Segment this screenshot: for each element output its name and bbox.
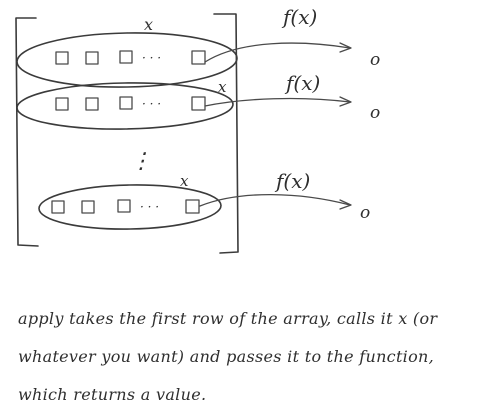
- row-3-ellipsis-ring: [38, 184, 222, 230]
- row-3: · · · x f(x) o: [38, 169, 370, 230]
- row-1-arrowhead: [339, 42, 352, 53]
- row-1: · · · x f(x) o: [16, 5, 380, 88]
- row-2-arrow: [204, 97, 351, 107]
- row-1-result: o: [370, 50, 380, 70]
- row-1-arrow: [204, 42, 351, 63]
- row-2-cell: [119, 96, 133, 110]
- left-bracket: [15, 17, 39, 247]
- row-3-arrow: [199, 194, 351, 207]
- row-2: · · · x f(x) o: [16, 71, 380, 130]
- row-2-cell: [191, 96, 206, 111]
- right-bracket: [213, 13, 239, 254]
- vertical-ellipsis: ⋮: [130, 149, 152, 174]
- row-2-arrowhead: [339, 96, 352, 107]
- row-3-arg-label: x: [180, 172, 189, 190]
- row-1-arg-label: x: [144, 15, 153, 34]
- row-1-cell: [55, 51, 69, 65]
- row-3-cell: [185, 199, 200, 214]
- row-3-cell: [51, 200, 65, 214]
- row-2-function-label: f(x): [284, 71, 320, 95]
- row-2-result: o: [370, 103, 380, 123]
- row-3-arrowhead: [339, 199, 352, 210]
- row-2-arg-label: x: [218, 78, 227, 96]
- row-1-ellipsis: · · ·: [142, 51, 161, 65]
- row-1-ellipse: [16, 32, 238, 88]
- row-2-ellipse: [16, 82, 234, 130]
- row-3-function-label: f(x): [274, 169, 310, 193]
- caption-text: apply takes the first row of the array, …: [18, 309, 438, 404]
- row-2-ellipsis: · · ·: [142, 97, 161, 111]
- row-3-cell: [81, 200, 95, 214]
- row-1-cell: [191, 50, 206, 65]
- row-2-cell: [55, 97, 69, 111]
- row-3-cell: [117, 199, 131, 213]
- row-2-cell: [85, 97, 99, 111]
- row-1-function-label: f(x): [281, 5, 317, 29]
- row-1-cell: [85, 51, 99, 65]
- row-3-ellipsis: · · ·: [140, 200, 159, 214]
- row-1-cell: [119, 50, 133, 64]
- row-3-result: o: [360, 203, 370, 223]
